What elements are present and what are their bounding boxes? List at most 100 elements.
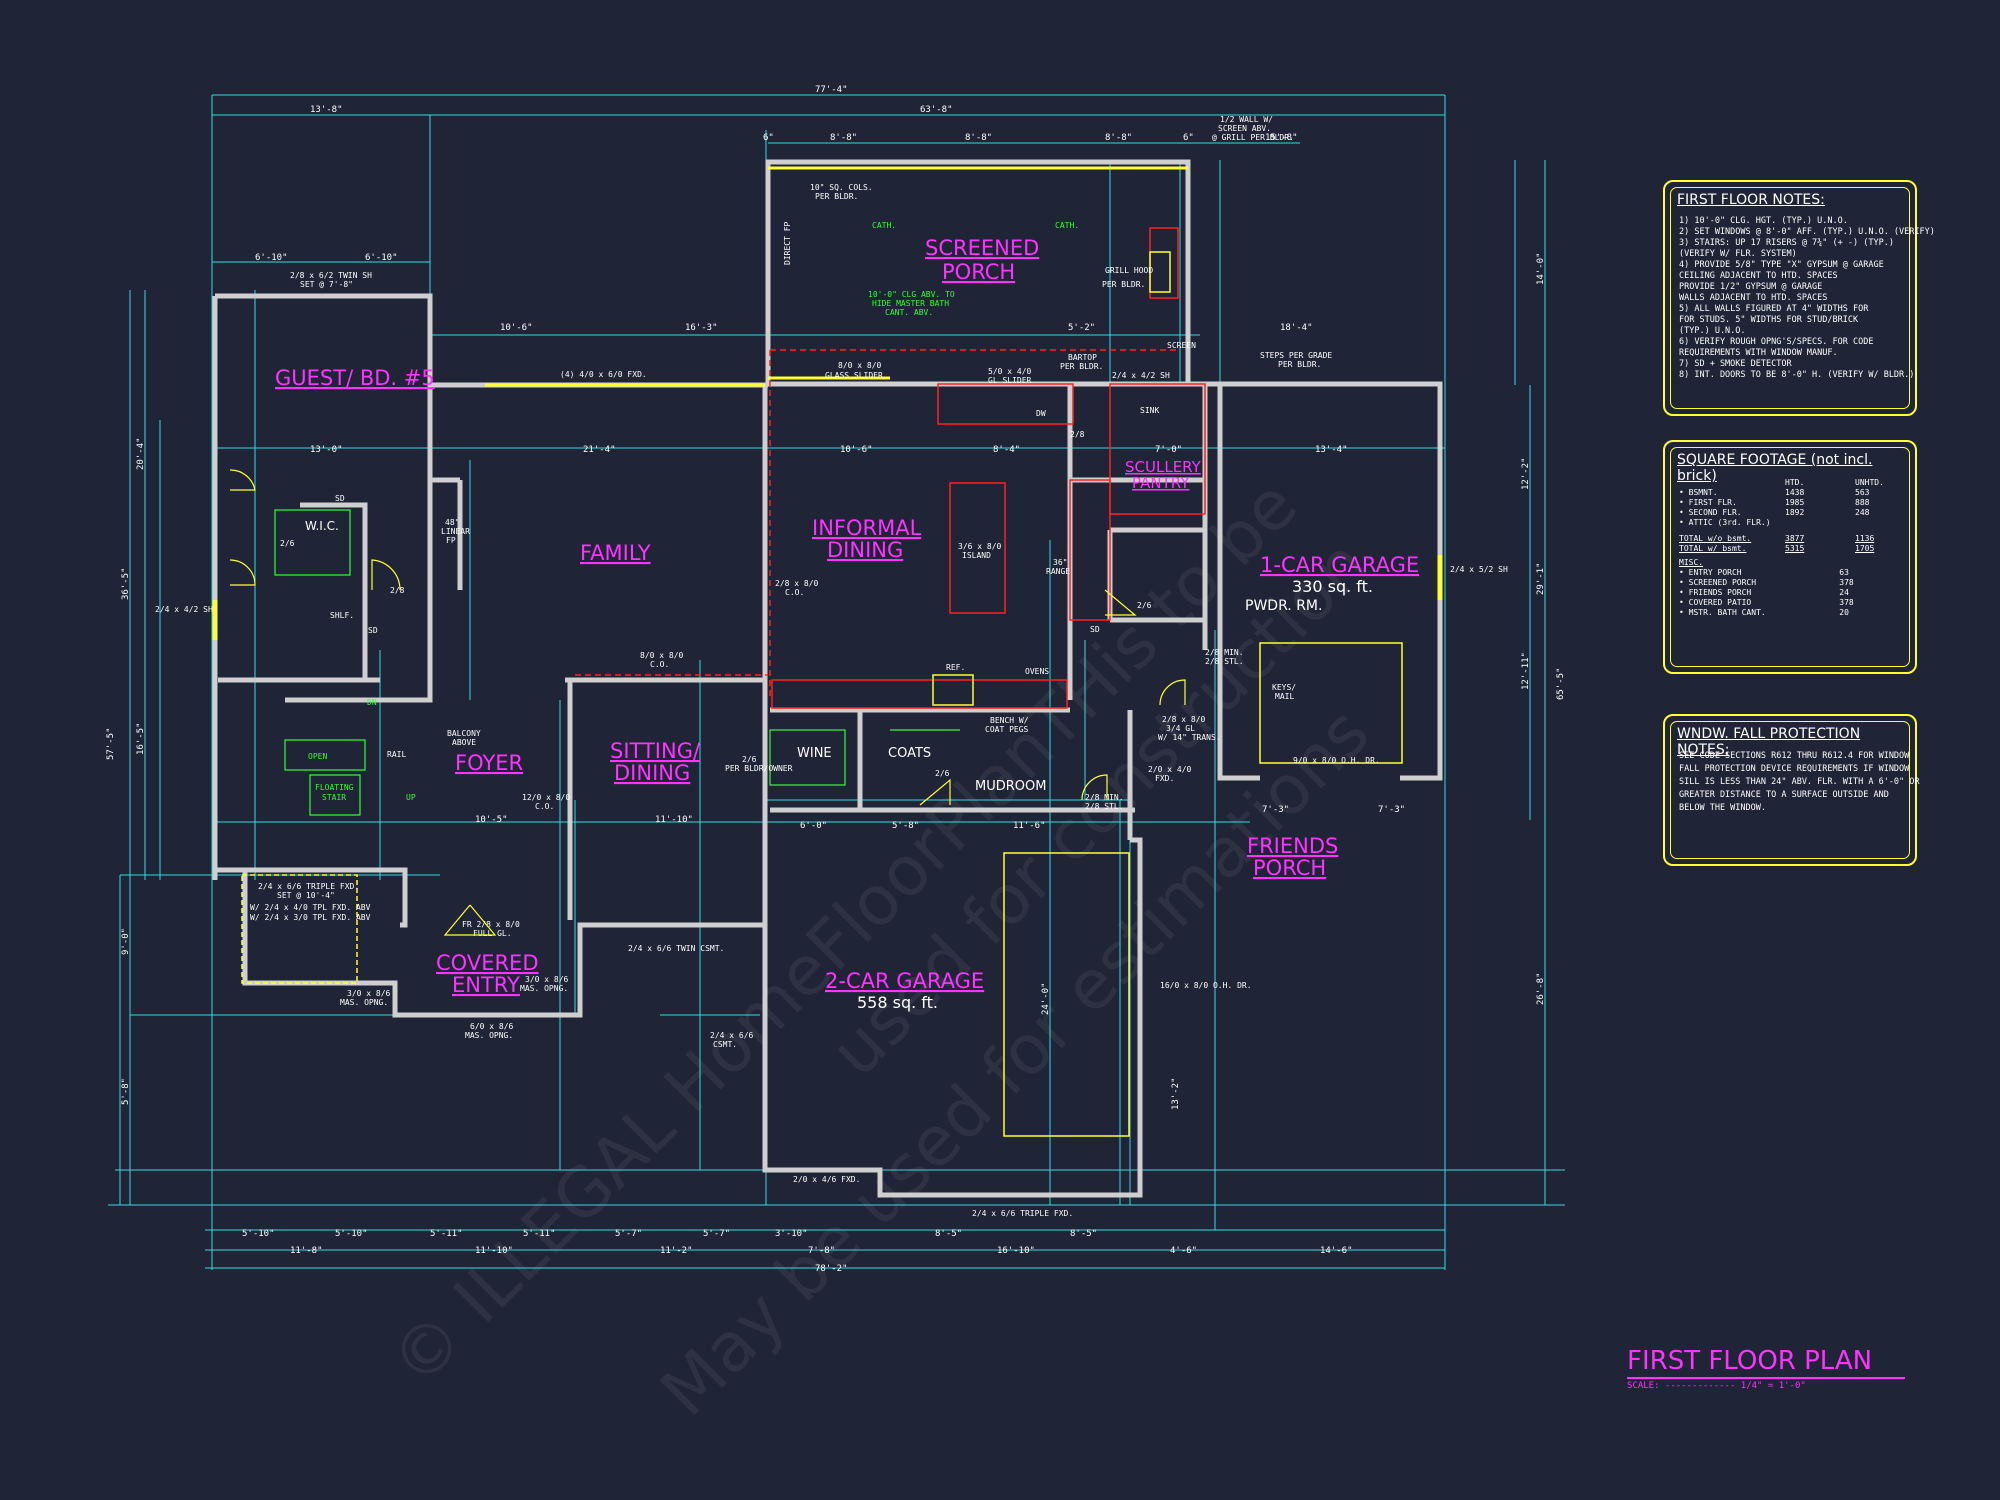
dim-21-4: 21'-4" [583, 445, 616, 455]
note-csmt-2: CSMT. [713, 1040, 737, 1049]
dim-5-2: 5'-2" [1068, 323, 1095, 333]
note-triple-fxd-garage: 2/4 x 6/6 TRIPLE FXD. [972, 1209, 1073, 1218]
note-mas-opng-2b: MAS. OPNG. [520, 984, 568, 993]
room-pwdr: PWDR. RM. [1245, 598, 1322, 614]
sqft-misc-title: MISC. [1679, 558, 1704, 567]
door-swings [229, 469, 1186, 936]
note-twin-csmt: 2/4 x 6/6 TWIN CSMT. [628, 944, 724, 953]
room-labels: GUEST/ BD. #5 FAMILY INFORMAL DINING SCR… [275, 236, 1419, 1012]
room-coats: COATS [888, 746, 931, 761]
fall-protection-panel: WNDW. FALL PROTECTION NOTES: SEE CODE SE… [1663, 714, 1920, 866]
note-fxd-240-1: 2/0 x 4/0 [1148, 765, 1192, 774]
note-keys-2: MAIL [1275, 692, 1294, 701]
sqft-misc-value: 378 [1839, 578, 1854, 587]
note-triple-fxd-3: W/ 2/4 x 4/0 TPL FXD. ABV [250, 903, 371, 912]
notes-line: 7) SD + SMOKE DETECTOR [1679, 359, 1792, 369]
note-door-26b: 2/6 [935, 769, 950, 778]
sqft-row-htd [1785, 518, 1855, 528]
note-min-stl-2: 2/8 STL. [1085, 802, 1124, 811]
dim-top-left: 13'-8" [310, 105, 343, 115]
plan-scale: SCALE: ------------- 1/4" = 1'-0" [1627, 1381, 1806, 1391]
note-cath-2: CATH. [1055, 221, 1079, 230]
sqft-row-unhtd: 888 [1855, 498, 1870, 507]
dim-10-5: 10'-5" [475, 815, 508, 825]
room-informal-dining-1: INFORMAL [812, 516, 922, 540]
dim-r-29-1: 29'-1" [1536, 562, 1546, 595]
note-half-wall-1: 1/2 WALL W/ [1220, 115, 1273, 124]
note-gl-slider-2: GL SLIDER [988, 376, 1032, 385]
note-glass-slider-2: GLASS SLIDER [825, 371, 883, 380]
dim-top-right: 63'-8" [920, 105, 953, 115]
note-twin-sh-2: SET @ 7'-8" [300, 280, 353, 289]
panel-inner-border [1670, 721, 1910, 859]
note-door-28a: 2/8 [390, 586, 405, 595]
note-triple-fxd-4: W/ 2/4 x 3/0 TPL FXD. ABV [250, 913, 371, 922]
sqft-row: • ATTIC (3rd. FLR.) [1679, 518, 1903, 528]
notes-line: (TYP.) U.N.O. [1679, 326, 1746, 336]
sqft-misc-label: • ENTRY PORCH [1679, 568, 1742, 577]
notes-line: 2) SET WINDOWS @ 8'-0" AFF. (TYP.) U.N.O… [1679, 227, 1935, 237]
notes-line: WALLS ADJACENT TO HTD. SPACES [1679, 293, 1828, 303]
fall-panel-body: SEE CODE SECTIONS R612 THRU R612.4 FOR W… [1679, 750, 1920, 815]
note-floating-1: FLOATING [315, 783, 354, 792]
dim-b-3-10: 3'-10" [775, 1229, 808, 1239]
green-elements [274, 509, 960, 816]
note-co-1210-1: 12/0 x 8/0 [522, 793, 570, 802]
note-fr-2: FULL GL. [473, 929, 512, 938]
note-twin-sh-1: 2/8 x 6/2 TWIN SH [290, 271, 372, 280]
dim-b-16-10: 16'-10" [997, 1246, 1035, 1256]
watermark: © ILLEGAL HomeFloorPlanTHis to be May be… [376, 466, 1385, 1432]
note-csmt-1: 2/4 x 6/6 [710, 1031, 754, 1040]
dim-r-13-2: 13'-2" [1171, 1077, 1181, 1110]
note-co-810b-2: C.O. [650, 660, 669, 669]
dim-5-8: 5'-8" [892, 821, 919, 831]
note-owner-2: PER BLDR/OWNER [725, 764, 793, 773]
note-steps-2: PER BLDR. [1278, 360, 1321, 369]
note-clg-3: CANT. ABV. [885, 308, 933, 317]
sqft-total-with-basement-unhtd: 1705 [1855, 544, 1875, 553]
note-sh-242-left: 2/4 x 4/2 SH [155, 605, 213, 614]
note-mas-opng-3a: 6/0 x 8/6 [470, 1022, 514, 1031]
dim-11-10: 11'-10" [655, 815, 693, 825]
first-floor-notes-panel: FIRST FLOOR NOTES: 1) 10'-0" CLG. HGT. (… [1663, 180, 1935, 416]
note-gl-slider-1: 5/0 x 4/0 [988, 367, 1032, 376]
note-glass-slider-1: 8/0 x 8/0 [838, 361, 882, 370]
notes-line: (VERIFY W/ FLR. SYSTEM) [1679, 249, 1797, 259]
note-screen: SCREEN [1167, 341, 1196, 350]
note-co-810-1: 2/8 x 8/0 [775, 579, 819, 588]
note-trans-3: W/ 14" TRANS. [1158, 733, 1221, 742]
room-scullery-1: SCULLERY [1125, 458, 1202, 476]
sqft-total-with-basement-label: TOTAL w/ bsmt. [1679, 544, 1747, 553]
yellow-elements [212, 166, 1443, 1137]
dim-b-5-7a: 5'-7" [615, 1229, 642, 1239]
note-per-bldr: PER BLDR. [1102, 280, 1145, 289]
dim-r-65-5: 65'-5" [1556, 667, 1566, 700]
note-bartop-2: PER BLDR. [1060, 362, 1103, 371]
note-cols-1: 10" SQ. COLS. [810, 183, 873, 192]
sqft-row-htd: 1892 [1785, 508, 1805, 517]
note-half-wall-3: @ GRILL PER BLDR. [1212, 133, 1294, 142]
dim-r-26-8: 26'-8" [1536, 972, 1546, 1005]
sqft-misc-row: • MSTR. BATH CANT.20 [1679, 608, 1903, 618]
notes-panel-title: FIRST FLOOR NOTES: [1677, 192, 1825, 208]
note-shelf: SHLF. [330, 611, 354, 620]
note-clg-1: 10'-0" CLG ABV. TO [868, 290, 955, 299]
fall-note-line: SEE CODE SECTIONS R612 THRU R612.4 FOR W… [1679, 751, 1910, 761]
note-triple-fxd-1: 2/4 x 6/6 TRIPLE FXD. [258, 882, 359, 891]
note-bench-2: COAT PEGS [985, 725, 1029, 734]
room-foyer: FOYER [455, 751, 523, 775]
dim-13-0: 13'-0" [310, 445, 343, 455]
notes-line: FOR STUDS. 5" WIDTHS FOR STUD/BRICK [1679, 315, 1859, 325]
note-sd-2: SD [368, 626, 378, 635]
dim-16-3: 16'-3" [685, 323, 718, 333]
notes-panel-body: 1) 10'-0" CLG. HGT. (TYP.) U.N.O.2) SET … [1679, 216, 1935, 381]
note-oh-dr-16: 16/0 x 8/0 O.H. DR. [1160, 981, 1252, 990]
dim-b-5-11b: 5'-11" [523, 1229, 556, 1239]
dim-6-10a: 6'-10" [255, 253, 288, 263]
note-fr-1: FR 2/8 x 8/0 [462, 920, 520, 929]
